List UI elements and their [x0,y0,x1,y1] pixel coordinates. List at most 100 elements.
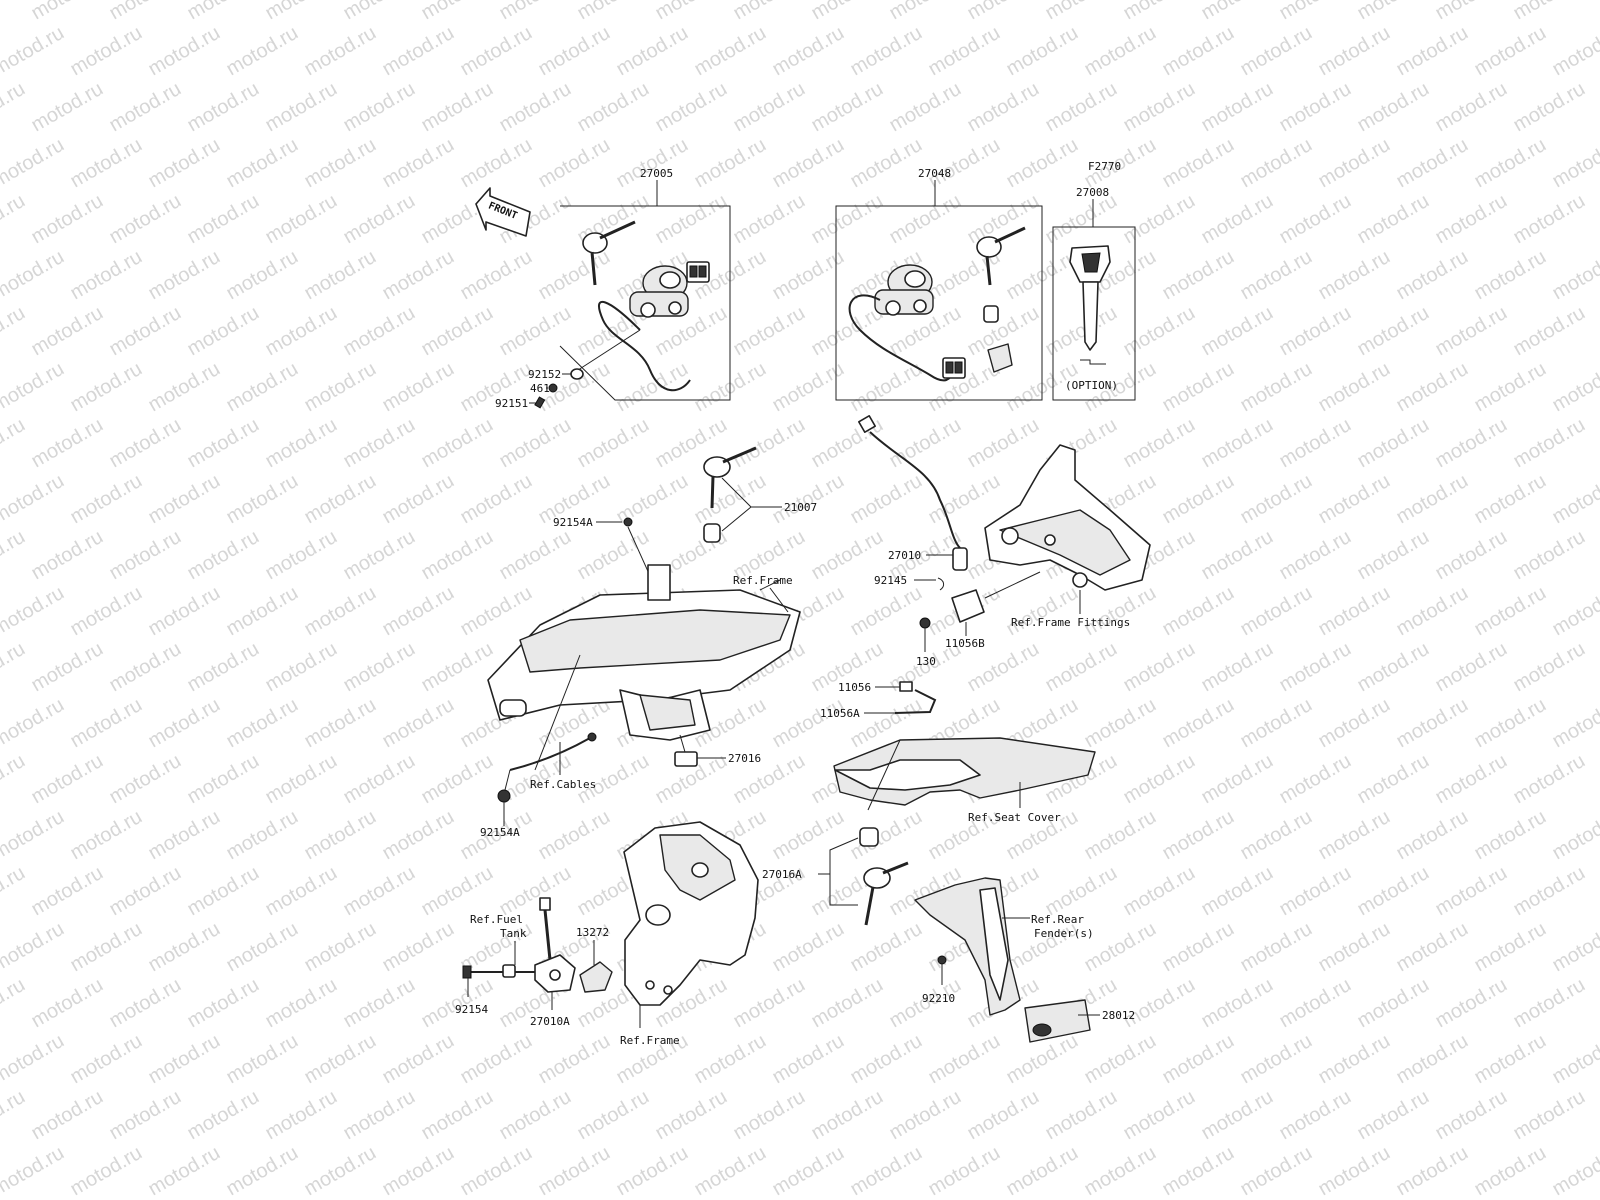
watermark-text: motod.ru [379,134,458,193]
ignition-switch-set-27048: 27048 [835,167,1043,401]
watermark-text: motod.ru [925,22,1004,81]
label-ref-rear-1: Ref.Rear [1031,913,1084,926]
watermark-text: motod.ru [1159,358,1238,417]
watermark-text: motod.ru [1276,190,1355,249]
watermark-text: motod.ru [1276,1086,1355,1145]
watermark-text: motod.ru [1237,358,1316,417]
watermark-text: motod.ru [0,582,68,641]
watermark-text: motod.ru [1081,582,1160,641]
watermark-text: motod.ru [262,302,341,361]
watermark-text: motod.ru [1237,1142,1316,1200]
watermark-text: motod.ru [1393,470,1472,529]
label-ref-rear-2: Fender(s) [1034,927,1094,940]
watermark-text: motod.ru [1471,694,1550,753]
watermark-text: motod.ru [184,1086,263,1145]
watermark-text: motod.ru [67,22,146,81]
watermark-text: motod.ru [1120,750,1199,809]
watermark-text: motod.ru [496,526,575,585]
watermark-text: motod.ru [106,78,185,137]
watermark-text: motod.ru [1432,190,1511,249]
watermark-text: motod.ru [1354,638,1433,697]
watermark-text: motod.ru [1315,134,1394,193]
watermark-text: motod.ru [496,1086,575,1145]
watermark-text: motod.ru [301,918,380,977]
watermark-text: motod.ru [1042,862,1121,921]
watermark-text: motod.ru [1432,862,1511,921]
key-icon [863,861,909,926]
watermark-text: motod.ru [1159,806,1238,865]
watermark-text: motod.ru [0,918,68,977]
watermark-text: motod.ru [1354,862,1433,921]
watermark-text: motod.ru [652,190,731,249]
watermark-text: motod.ru [0,22,68,81]
label-92151: 92151 [495,397,528,410]
watermark-text: motod.ru [67,1142,146,1200]
watermark-text: motod.ru [67,134,146,193]
watermark-text: motod.ru [574,414,653,473]
watermark-text: motod.ru [340,78,419,137]
watermark-text: motod.ru [106,0,185,24]
watermark-text: motod.ru [1276,526,1355,585]
watermark-text: motod.ru [1198,750,1277,809]
watermark-text: motod.ru [1159,22,1238,81]
watermark-text: motod.ru [730,974,809,1033]
watermark-text: motod.ru [301,582,380,641]
watermark-text: motod.ru [457,134,536,193]
watermark-text: motod.ru [1471,470,1550,529]
label-11056B: 11056B [945,637,985,650]
watermark-text: motod.ru [106,750,185,809]
watermark-text: motod.ru [418,1086,497,1145]
watermark-text: motod.ru [223,22,302,81]
fasteners-92152-461-92151: 92152 461 92151 [495,368,584,410]
key-set-21007: 21007 [703,446,817,543]
watermark-text: motod.ru [301,470,380,529]
watermark-text: motod.ru [574,0,653,24]
watermark-text: motod.ru [184,78,263,137]
watermark-text: motod.ru [223,694,302,753]
watermark-text: motod.ru [223,358,302,417]
watermark-text: motod.ru [886,0,965,24]
watermark-text: motod.ru [67,246,146,305]
watermark-text: motod.ru [184,638,263,697]
watermark-text: motod.ru [886,1086,965,1145]
watermark-text: motod.ru [1354,414,1433,473]
watermark-text: motod.ru [1471,134,1550,193]
watermark-text: motod.ru [1276,414,1355,473]
watermark-text: motod.ru [145,918,224,977]
watermark-text: motod.ru [145,470,224,529]
watermark-text: motod.ru [808,414,887,473]
watermark-text: motod.ru [1354,1086,1433,1145]
watermark-text: motod.ru [1549,358,1600,417]
watermark-text: motod.ru [301,358,380,417]
option-label: (OPTION) [1065,379,1118,392]
watermark-text: motod.ru [223,918,302,977]
watermark-text: motod.ru [1354,526,1433,585]
watermark-text: motod.ru [1159,1142,1238,1200]
watermark-text: motod.ru [1393,918,1472,977]
watermark-text: motod.ru [1393,22,1472,81]
watermark-text: motod.ru [1315,1030,1394,1089]
watermark-text: motod.ru [106,638,185,697]
watermark-text: motod.ru [28,302,107,361]
watermark-text: motod.ru [925,1142,1004,1200]
watermark-text: motod.ru [1393,1030,1472,1089]
label-ref-cables: Ref.Cables [530,778,596,791]
watermark-text: motod.ru [106,1086,185,1145]
watermark-text: motod.ru [106,302,185,361]
watermark-text: motod.ru [223,246,302,305]
watermark-text: motod.ru [847,1142,926,1200]
watermark-text: motod.ru [0,1142,68,1200]
label-13272: 13272 [576,926,609,939]
watermark-text: motod.ru [1237,22,1316,81]
label-11056: 11056 [838,681,871,694]
ignition-switch-set-27005: 27005 [559,167,731,401]
watermark-text: motod.ru [1120,78,1199,137]
watermark-text: motod.ru [1042,638,1121,697]
watermark-text: motod.ru [964,0,1043,24]
seat-cover-assembly: 11056 11056A Ref.Seat Cover 27016A [762,681,1096,926]
watermark-text: motod.ru [613,22,692,81]
watermark-text: motod.ru [340,0,419,24]
watermark-text: motod.ru [1237,246,1316,305]
watermark-text: motod.ru [1432,1086,1511,1145]
